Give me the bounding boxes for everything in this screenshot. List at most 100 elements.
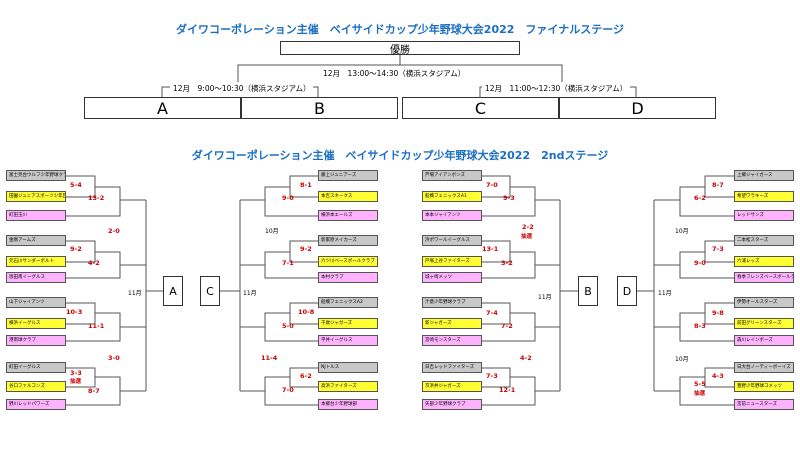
team-a-1: 富士見台ウルフ少年野球クラブ [6,170,66,181]
score-c-1: 8-1 [300,181,312,189]
team-a-8: 横浜イーグルス [6,318,66,329]
score-d-3: 7-3 [712,245,724,253]
block-a-date: 11月 [128,290,142,297]
champion-box: 優勝 [280,41,520,56]
team-c-4: 新家原メイカーズ [318,235,378,246]
score-d-5: 9-8 [712,309,724,317]
score-b-4: 13-1 [482,245,499,253]
team-b-6: 城ヶ崎メッツ [422,272,482,283]
block-d-sub-date-2: 10月 [675,356,689,363]
score-d-1: 8-7 [712,181,724,189]
score-d-2: 6-2 [694,194,706,202]
team-d-5: 六浦レッズ [734,256,794,267]
score-c-7: 6-2 [300,372,312,380]
team-b-8: 新ジャガーズ [422,318,482,329]
score-b-8: 4-2 [520,354,532,362]
score-a-8: 3-0 [108,354,120,362]
team-c-8: 千歳ジャガーズ [318,318,378,329]
score-a-10: 8-7 [88,387,100,395]
score-d-4: 9-0 [694,259,706,267]
second-stage-title: ダイワコーポレーション主催 ベイサイドカップ少年野球大会2022 2ndステージ [191,149,609,162]
score-b-7: 7-2 [501,322,513,330]
team-d-6: 春季フレンズベースボールクラブ [734,272,794,283]
block-c-sub-date: 10月 [265,228,279,235]
team-d-4: 二本松スターズ [734,235,794,246]
block-c-box: C [200,276,220,306]
score-b-3: 2-2 [522,223,534,231]
team-b-12: 矢部少年野球クラブ [422,399,482,410]
team-b-11: 京浜井ジャガーズ [422,381,482,392]
score-b-10: 12-1 [499,386,516,394]
score-a-6: 10-3 [66,308,83,316]
team-a-9: 港南球クラブ [6,335,66,346]
team-b-9: 宮崎モンスターズ [422,335,482,346]
team-a-6: 恩田南イーグルス [6,272,66,283]
team-b-1: 芦場アイアンボンズ [422,170,482,181]
team-d-12: 宮前ニュースターズ [734,399,794,410]
score-b-2: 9-3 [503,194,515,202]
score-d-6: 8-3 [694,322,706,330]
team-a-7: 山下ジャイアンツ [6,297,66,308]
team-b-7: 汁意少年野球クラブ [422,297,482,308]
team-a-3: 町田玉川 [6,210,66,221]
block-d-box: D [617,276,637,306]
final-slot-a: A [84,97,241,119]
team-d-8: 前田グリーンスターズ [734,318,794,329]
team-b-4: 浜ポワールイーグルス [422,235,482,246]
score-b-9: 7-3 [486,372,498,380]
team-a-11: 谷口ファルコンズ [6,381,66,392]
block-d-date: 11月 [658,290,672,297]
lottery-note-a: 抽選 [70,379,82,385]
team-b-3: 本本ジャイアンツ [422,210,482,221]
score-c-6: 5-0 [282,322,294,330]
block-c-date: 11月 [243,290,257,297]
score-a-2: 13-2 [88,194,105,202]
block-b-date: 11月 [538,294,552,301]
team-b-10: 日吉レッドファイターズ [422,362,482,373]
final-slot-c: C [402,97,559,119]
score-a-4: 4-2 [88,259,100,267]
team-d-1: 上郷ジャイガース [734,170,794,181]
team-c-9: 平井イーグルス [318,335,378,346]
team-a-2: 田園ジュニアスポーツ少年団 [6,191,66,202]
team-c-1: 藤上ジュニアーズ [318,170,378,181]
team-d-10: 日大台ノーティーボーイズ [734,362,794,373]
team-b-5: 戸塚上谷ファイターズ [422,256,482,267]
team-d-11: 豊野少年野球コメッツ [734,381,794,392]
score-c-5: 10-8 [298,308,315,316]
score-b-6: 7-4 [486,309,498,317]
score-c-2: 9-0 [282,194,294,202]
team-a-12: 野川レッドパワーズ [6,399,66,410]
team-d-7: 伊勢オールスターズ [734,297,794,308]
team-c-5: 六ツ川ベースボールクラブ [318,256,378,267]
lottery-note-b: 抽選 [521,234,533,240]
team-c-10: NJトルス [318,362,378,373]
score-c-3: 9-2 [300,245,312,253]
score-d-7: 4-3 [712,372,724,380]
score-c-4: 7-1 [282,259,294,267]
final-slot-b: B [241,97,398,119]
semi-left-schedule: 12月 9:00〜10:30（横浜スタジアム） [170,83,314,94]
score-a-7: 11-1 [88,322,105,330]
final-schedule: 12月 13:00〜14:30（横浜スタジアム） [320,68,469,79]
team-d-9: 森川レインボーズ [734,335,794,346]
score-a-3: 9-2 [70,245,82,253]
score-d-8: 5-5 [694,380,706,388]
final-slot-d: D [559,97,716,119]
score-b-5: 3-2 [501,259,513,267]
score-a-9: 3-3 [70,369,82,377]
team-a-10: 町田イーグルス [6,362,66,373]
team-a-5: 元石川サンダーボルト [6,256,66,267]
final-stage-title: ダイワコーポレーション主催 ベイサイドカップ少年野球大会2022 ファイナルステ… [176,23,624,36]
team-c-7: 船橋フェニックスA2 [318,297,378,308]
block-b-box: B [578,276,598,306]
score-c-9: 11-4 [261,354,278,362]
team-a-4: 金剛アームズ [6,235,66,246]
lottery-note-d: 抽選 [694,391,706,397]
semi-right-schedule: 12月 11:00〜12:30（横浜スタジアム） [482,83,631,94]
team-d-2: 希望ワラキーズ [734,191,794,202]
score-a-1: 5-4 [70,181,82,189]
team-c-2: 本吉スネークス [318,191,378,202]
score-c-8: 7-0 [282,386,294,394]
